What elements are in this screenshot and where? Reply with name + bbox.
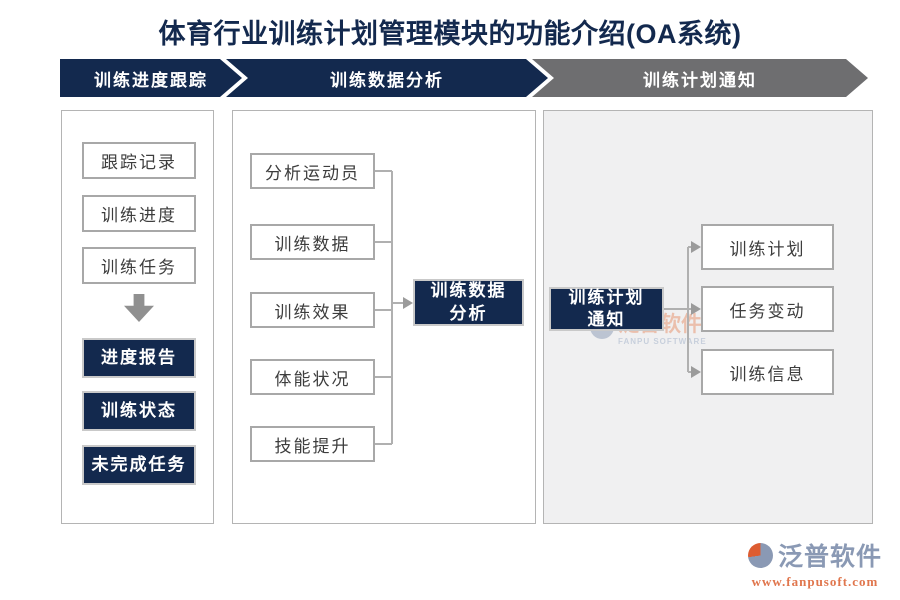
flow-box-tracking-record: 跟踪记录 [82, 142, 196, 179]
panel-tracking: 跟踪记录 训练进度 训练任务 进度报告 训练状态 未完成任务 [61, 110, 214, 524]
flow-box-training-task: 训练任务 [82, 247, 196, 284]
flow-box-skill-improvement: 技能提升 [250, 426, 375, 462]
flow-box-training-status: 训练状态 [82, 391, 196, 431]
flow-box-training-plan-notification: 训练计划 通知 [549, 287, 664, 331]
banner-training-data-analysis: 训练数据分析 [226, 59, 548, 97]
flow-box-training-info: 训练信息 [701, 349, 834, 395]
flow-box-training-effect: 训练效果 [250, 292, 375, 328]
flow-box-progress-report: 进度报告 [82, 338, 196, 378]
panel-analysis: 分析运动员 训练数据 训练效果 体能状况 技能提升 训练数据 分析 [232, 110, 536, 524]
website-url: www.fanpusoft.com [751, 574, 879, 589]
flow-box-analyze-athlete: 分析运动员 [250, 153, 375, 189]
banner-training-progress-tracking: 训练进度跟踪 [60, 59, 242, 97]
flow-box-training-progress: 训练进度 [82, 195, 196, 232]
down-arrow-icon [124, 294, 154, 322]
flow-box-physical-condition: 体能状况 [250, 359, 375, 395]
page-title: 体育行业训练计划管理模块的功能介绍(OA系统) [158, 19, 742, 49]
fanpu-logo: 泛普软件 www.fanpusoft.com [747, 537, 882, 590]
banner-training-plan-notification: 训练计划通知 [532, 59, 868, 97]
flow-box-unfinished-task: 未完成任务 [82, 445, 196, 485]
watermark-subtext: FANPU SOFTWARE [618, 337, 707, 346]
flow-box-training-plan: 训练计划 [701, 224, 834, 270]
flow-box-task-change: 任务变动 [701, 286, 834, 332]
panel-notification: 泛普软件 FANPU SOFTWARE 训练计划 通知 训练计划 任务变动 训练… [543, 110, 873, 524]
brand-text: 泛普软件 [777, 543, 882, 571]
fanpu-logo-icon [747, 542, 773, 568]
flow-box-training-data: 训练数据 [250, 224, 375, 260]
flow-box-training-data-analysis: 训练数据 分析 [413, 279, 524, 326]
